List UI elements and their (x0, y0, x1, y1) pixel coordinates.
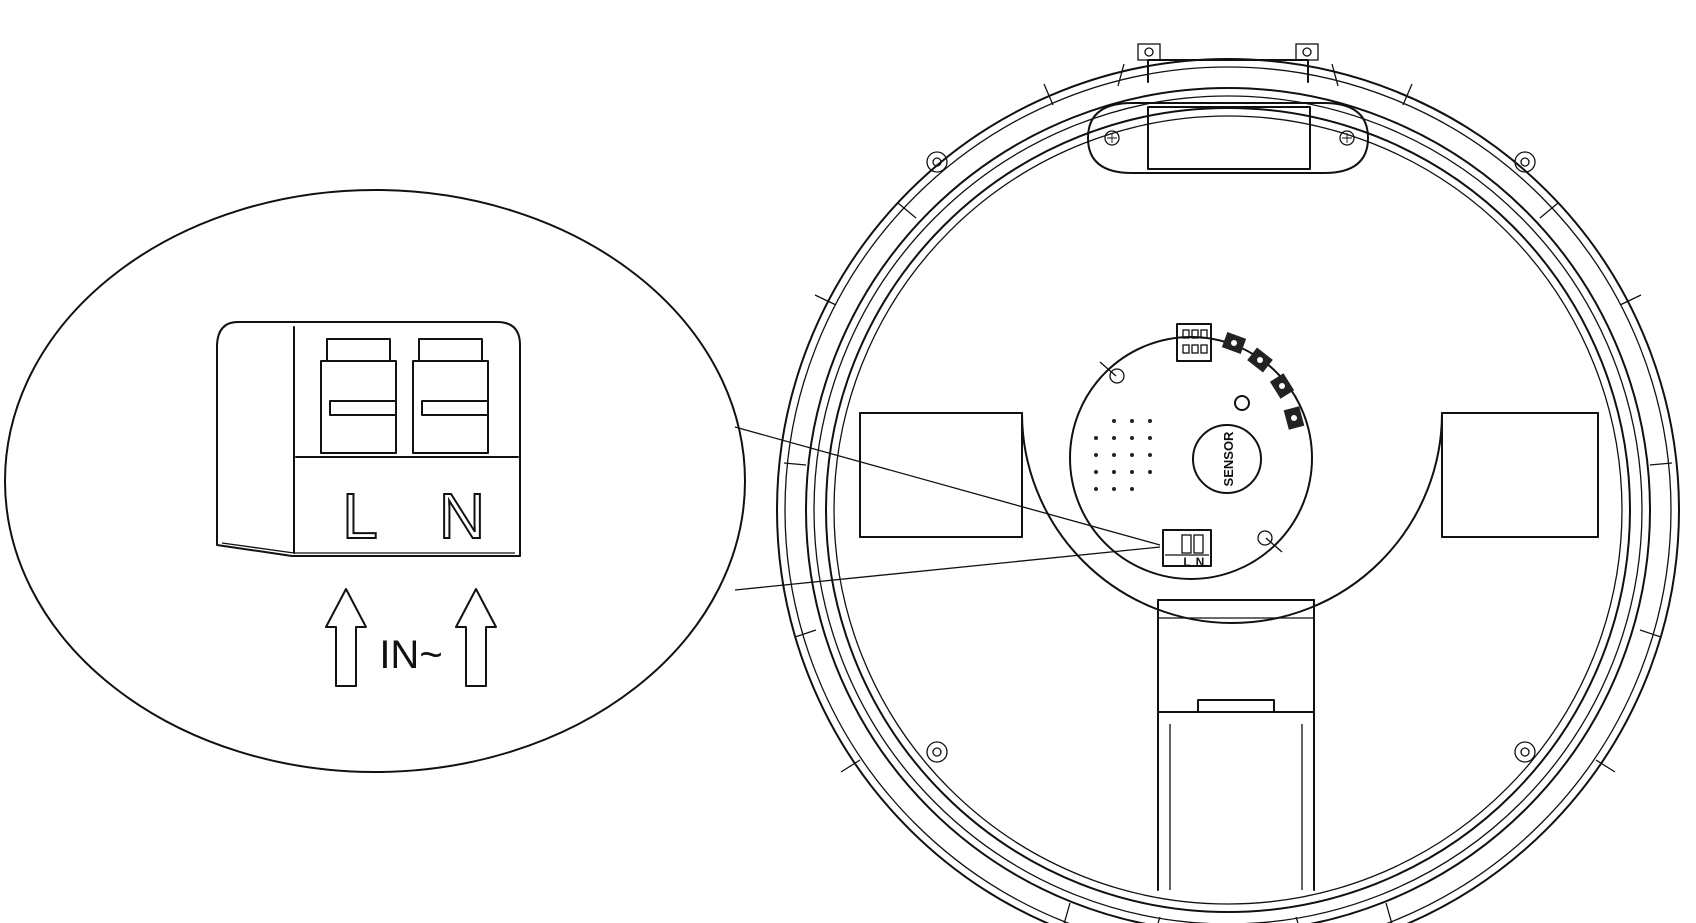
sensor-label: SENSOR (1221, 431, 1236, 487)
callout-ellipse (4, 189, 746, 773)
led-indicator-icon (1234, 395, 1250, 411)
adjustment-dials (1221, 332, 1305, 430)
zoom-callout: L N IN~ (4, 189, 1161, 773)
input-label: IN~ (379, 633, 442, 677)
ring-segments (783, 63, 1673, 923)
zoom-label-n: N (439, 480, 485, 552)
sensor-module (1069, 336, 1313, 580)
terminal-block-zoomed (216, 321, 521, 557)
sensor-hole-grid (1094, 419, 1152, 491)
terminal-block-fixture (1162, 529, 1212, 567)
screw-icons (926, 151, 1536, 763)
callout-leader-bottom (734, 546, 1161, 591)
callout-leader-top (734, 426, 1161, 546)
light-fixture: SENSOR L N (776, 43, 1680, 923)
zoom-label-l: L (342, 480, 378, 552)
fixture-label-l: L (1183, 555, 1190, 569)
input-arrow-l-icon (325, 588, 367, 687)
input-arrow-n-icon (455, 588, 497, 687)
fixture-label-n: N (1196, 555, 1205, 569)
sensor-lens (1192, 424, 1262, 494)
